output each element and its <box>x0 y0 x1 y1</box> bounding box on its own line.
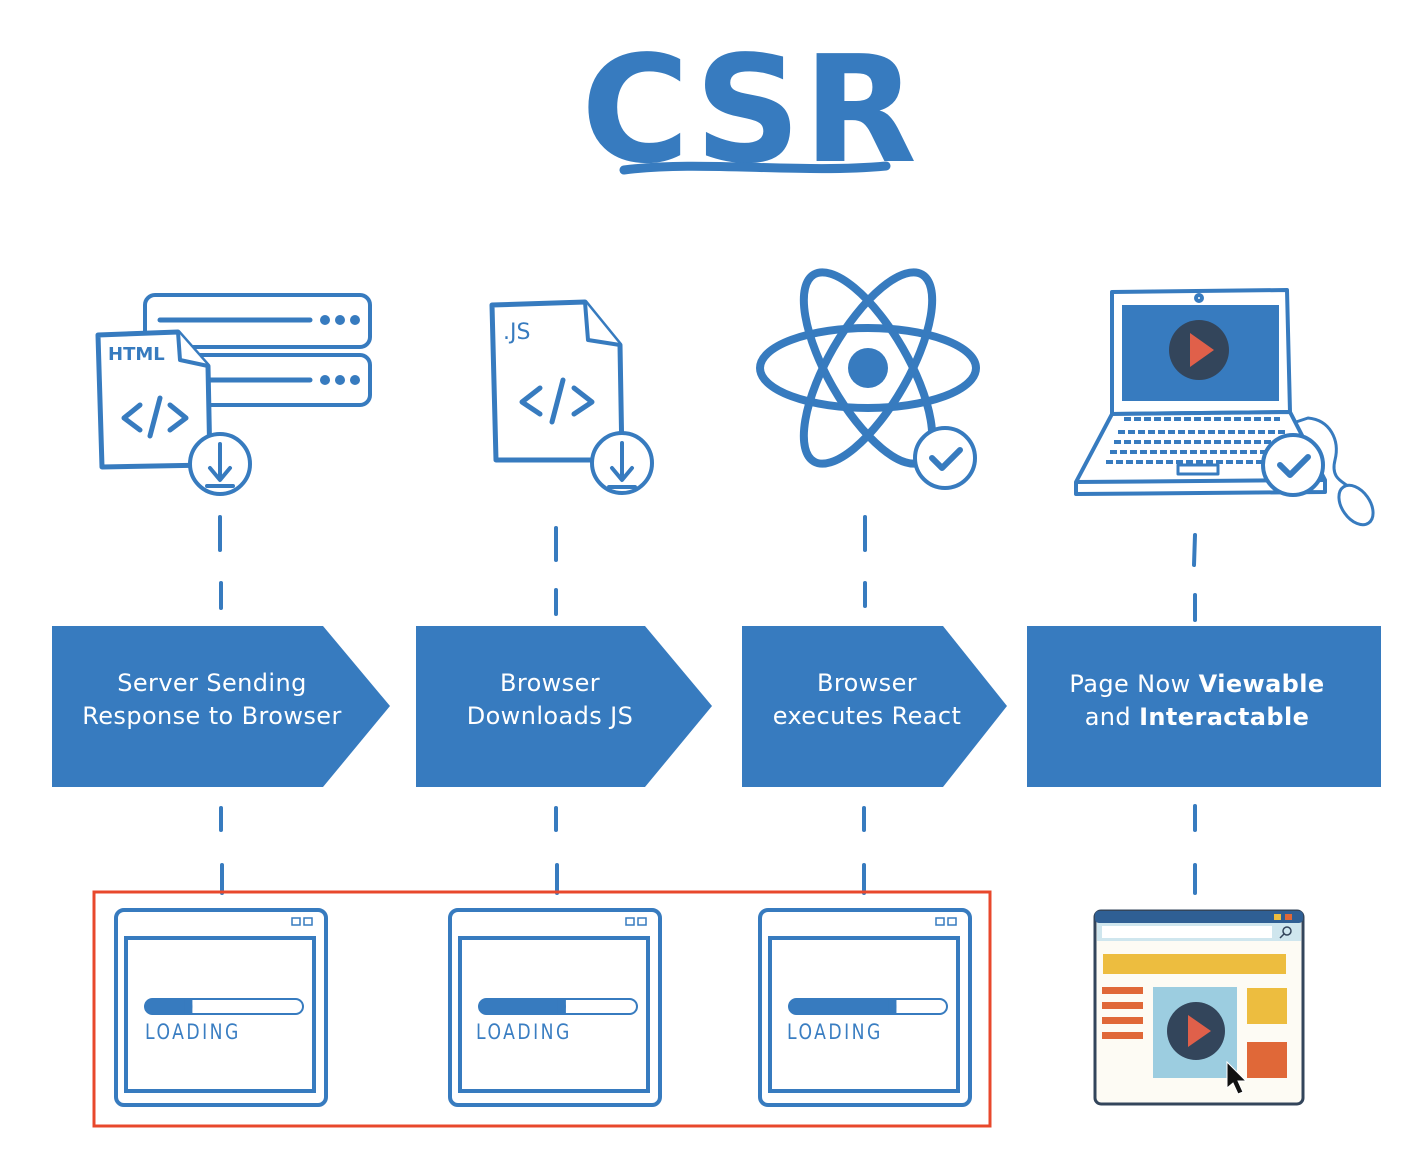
check-badge <box>913 426 977 490</box>
window-button <box>625 917 635 926</box>
cursor-icon <box>1226 1060 1248 1095</box>
react-atom-icon <box>756 268 980 490</box>
loading-window <box>448 908 662 1107</box>
interactive-page-icon <box>1093 909 1305 1106</box>
step-2-label: Browser Downloads JS <box>416 667 684 733</box>
step-3-line-1: Browser <box>816 669 918 697</box>
step-1-line-1: Server Sending <box>117 669 307 697</box>
window-button <box>637 917 647 926</box>
window-content <box>768 936 960 1093</box>
html-file-server-icon <box>95 293 372 496</box>
step-3-label: Browser executes React <box>742 667 992 733</box>
page-title: CSR <box>581 24 919 196</box>
window-button <box>291 917 301 926</box>
progress-fill-edge <box>888 999 897 1014</box>
check-badge <box>1261 433 1325 497</box>
loading-label-1: LOADING <box>145 1020 241 1044</box>
step-2-line-2: Downloads JS <box>466 702 634 730</box>
step-3-line-2: executes React <box>772 702 962 730</box>
step-1-arrow <box>52 626 390 787</box>
step-4-box <box>1027 626 1381 787</box>
step-4-label: Page Now Viewable and Interactable <box>1027 668 1367 734</box>
step-1-line-2: Response to Browser <box>82 702 342 730</box>
window-button <box>303 917 313 926</box>
loading-highlight-box <box>92 890 992 1128</box>
html-file-label: HTML <box>108 344 165 365</box>
progress-fill <box>479 999 566 1014</box>
server-rack-top <box>143 293 372 349</box>
step-4-line-1-text: Page Now <box>1069 670 1199 698</box>
progress-fill <box>145 999 193 1014</box>
js-file-label: .JS <box>503 320 530 345</box>
connector-lines <box>218 515 1197 895</box>
loading-window <box>758 908 972 1107</box>
step-4-line-2-text: and <box>1084 703 1140 731</box>
progress-fill-edge <box>184 999 193 1014</box>
window-button <box>935 917 945 926</box>
window-content <box>458 936 650 1093</box>
step-4-interactable: Interactable <box>1139 703 1310 731</box>
step-4-viewable: Viewable <box>1198 670 1325 698</box>
js-file-icon <box>489 299 654 495</box>
step-2-line-1: Browser <box>499 669 601 697</box>
laptop-play-icon <box>1074 288 1375 527</box>
window-button <box>947 917 957 926</box>
address-bar <box>1102 926 1272 938</box>
loading-window <box>114 908 328 1107</box>
search-icon <box>1282 926 1292 936</box>
progress-fill <box>789 999 897 1014</box>
progress-fill-edge <box>557 999 566 1014</box>
step-3-arrow <box>742 626 1007 787</box>
step-4-line-1: Page Now Viewable <box>1027 668 1367 701</box>
html-file-shape <box>95 329 213 470</box>
loading-label-3: LOADING <box>787 1020 883 1044</box>
loading-label-2: LOADING <box>476 1020 572 1044</box>
step-2-arrow <box>416 626 712 787</box>
loading-windows <box>114 908 972 1107</box>
step-1-label: Server Sending Response to Browser <box>52 667 372 733</box>
window-content <box>124 936 316 1093</box>
title-underline <box>619 161 891 175</box>
step-4-line-2: and Interactable <box>1027 701 1367 734</box>
